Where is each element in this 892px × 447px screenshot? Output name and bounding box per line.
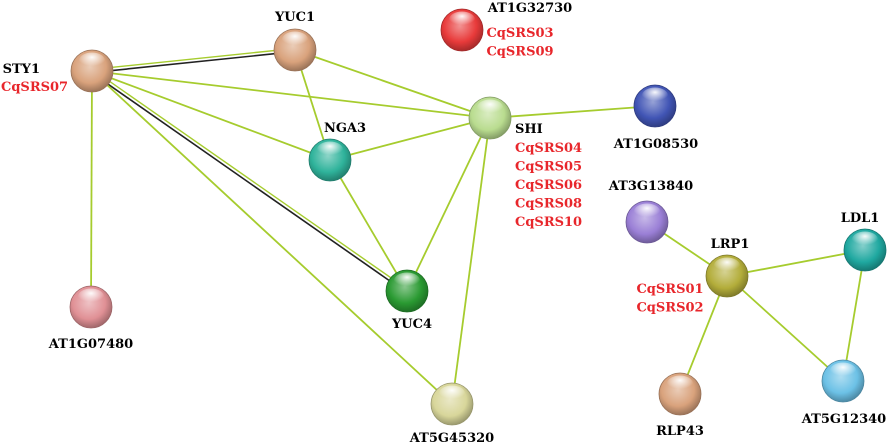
node-gloss: [476, 99, 504, 116]
edge-sty1-yuc4: [90, 69, 409, 293]
edge-shi-yuc4: [406, 117, 491, 292]
node-rlp43[interactable]: RLP43: [656, 372, 704, 439]
node-nga3[interactable]: NGA3: [308, 121, 366, 182]
cqsrs-label: CqSRS02: [636, 301, 703, 316]
cqsrs-label: CqSRS05: [515, 160, 582, 175]
node-at1g07480[interactable]: AT1G07480: [48, 285, 133, 352]
node-yuc4[interactable]: YUC4: [385, 269, 432, 332]
cqsrs-label: CqSRS07: [1, 80, 68, 95]
node-label: LDL1: [841, 211, 880, 226]
cqsrs-label: CqSRS10: [515, 215, 582, 230]
cqsrs-label: CqSRS03: [486, 26, 553, 41]
node-label: AT1G07480: [48, 337, 133, 352]
node-label: AT5G45320: [409, 431, 494, 446]
edge-sty1-shi: [91, 70, 491, 119]
edge-lrp1-ldl1: [726, 249, 866, 277]
node-gloss: [633, 203, 661, 220]
node-at5g12340[interactable]: AT5G12340: [801, 359, 886, 427]
node-at5g45320[interactable]: AT5G45320: [409, 382, 494, 446]
node-label: AT1G08530: [613, 137, 698, 152]
edge-shi-at5g45320: [451, 117, 491, 405]
cqsrs-label: CqSRS09: [486, 45, 553, 60]
node-at3g13840[interactable]: AT3G13840: [608, 179, 693, 244]
node-label: AT3G13840: [608, 179, 693, 194]
edge-lrp1-at5g12340: [726, 275, 844, 382]
node-label: NGA3: [324, 121, 366, 136]
edge-sty1-at1g07480: [90, 70, 93, 308]
edge-ldl1-at5g12340: [842, 249, 866, 382]
node-gloss: [316, 141, 344, 158]
edge-yuc1-shi: [294, 49, 491, 119]
node-yuc1[interactable]: YUC1: [273, 10, 317, 72]
node-label: SHI: [515, 122, 543, 137]
edge-sty1-at5g45320: [91, 70, 453, 405]
cqsrs-label: CqSRS08: [515, 197, 582, 212]
cqsrs-label: CqSRS01: [636, 282, 703, 297]
node-gloss: [438, 385, 466, 402]
node-label: YUC4: [391, 317, 432, 332]
node-gloss: [666, 375, 694, 392]
edge-nga3-shi: [329, 117, 491, 161]
node-gloss: [281, 31, 309, 48]
node-label: RLP43: [656, 424, 704, 439]
node-label: YUC1: [274, 10, 315, 25]
node-gloss: [713, 257, 741, 274]
node-label: AT1G32730: [487, 1, 572, 16]
node-gloss: [448, 11, 476, 28]
node-gloss: [641, 87, 669, 104]
cqsrs-label: CqSRS06: [515, 178, 582, 193]
node-ldl1[interactable]: LDL1: [841, 211, 887, 272]
node-gloss: [851, 231, 879, 248]
node-gloss: [77, 288, 105, 305]
edge-shi-at1g08530: [489, 105, 656, 119]
edge-sty1-yuc1: [91, 47, 296, 74]
edge-sty1-nga3: [91, 70, 331, 161]
node-gloss: [78, 52, 106, 69]
edge-layer: [90, 47, 866, 405]
node-label: AT5G12340: [801, 412, 886, 427]
node-gloss: [393, 272, 421, 289]
node-gloss: [829, 362, 857, 379]
node-label: STY1: [3, 62, 40, 77]
node-label: LRP1: [711, 237, 750, 252]
node-at1g08530[interactable]: AT1G08530: [613, 84, 698, 152]
edge-nga3-yuc4: [329, 159, 408, 292]
cqsrs-label: CqSRS04: [515, 141, 582, 156]
